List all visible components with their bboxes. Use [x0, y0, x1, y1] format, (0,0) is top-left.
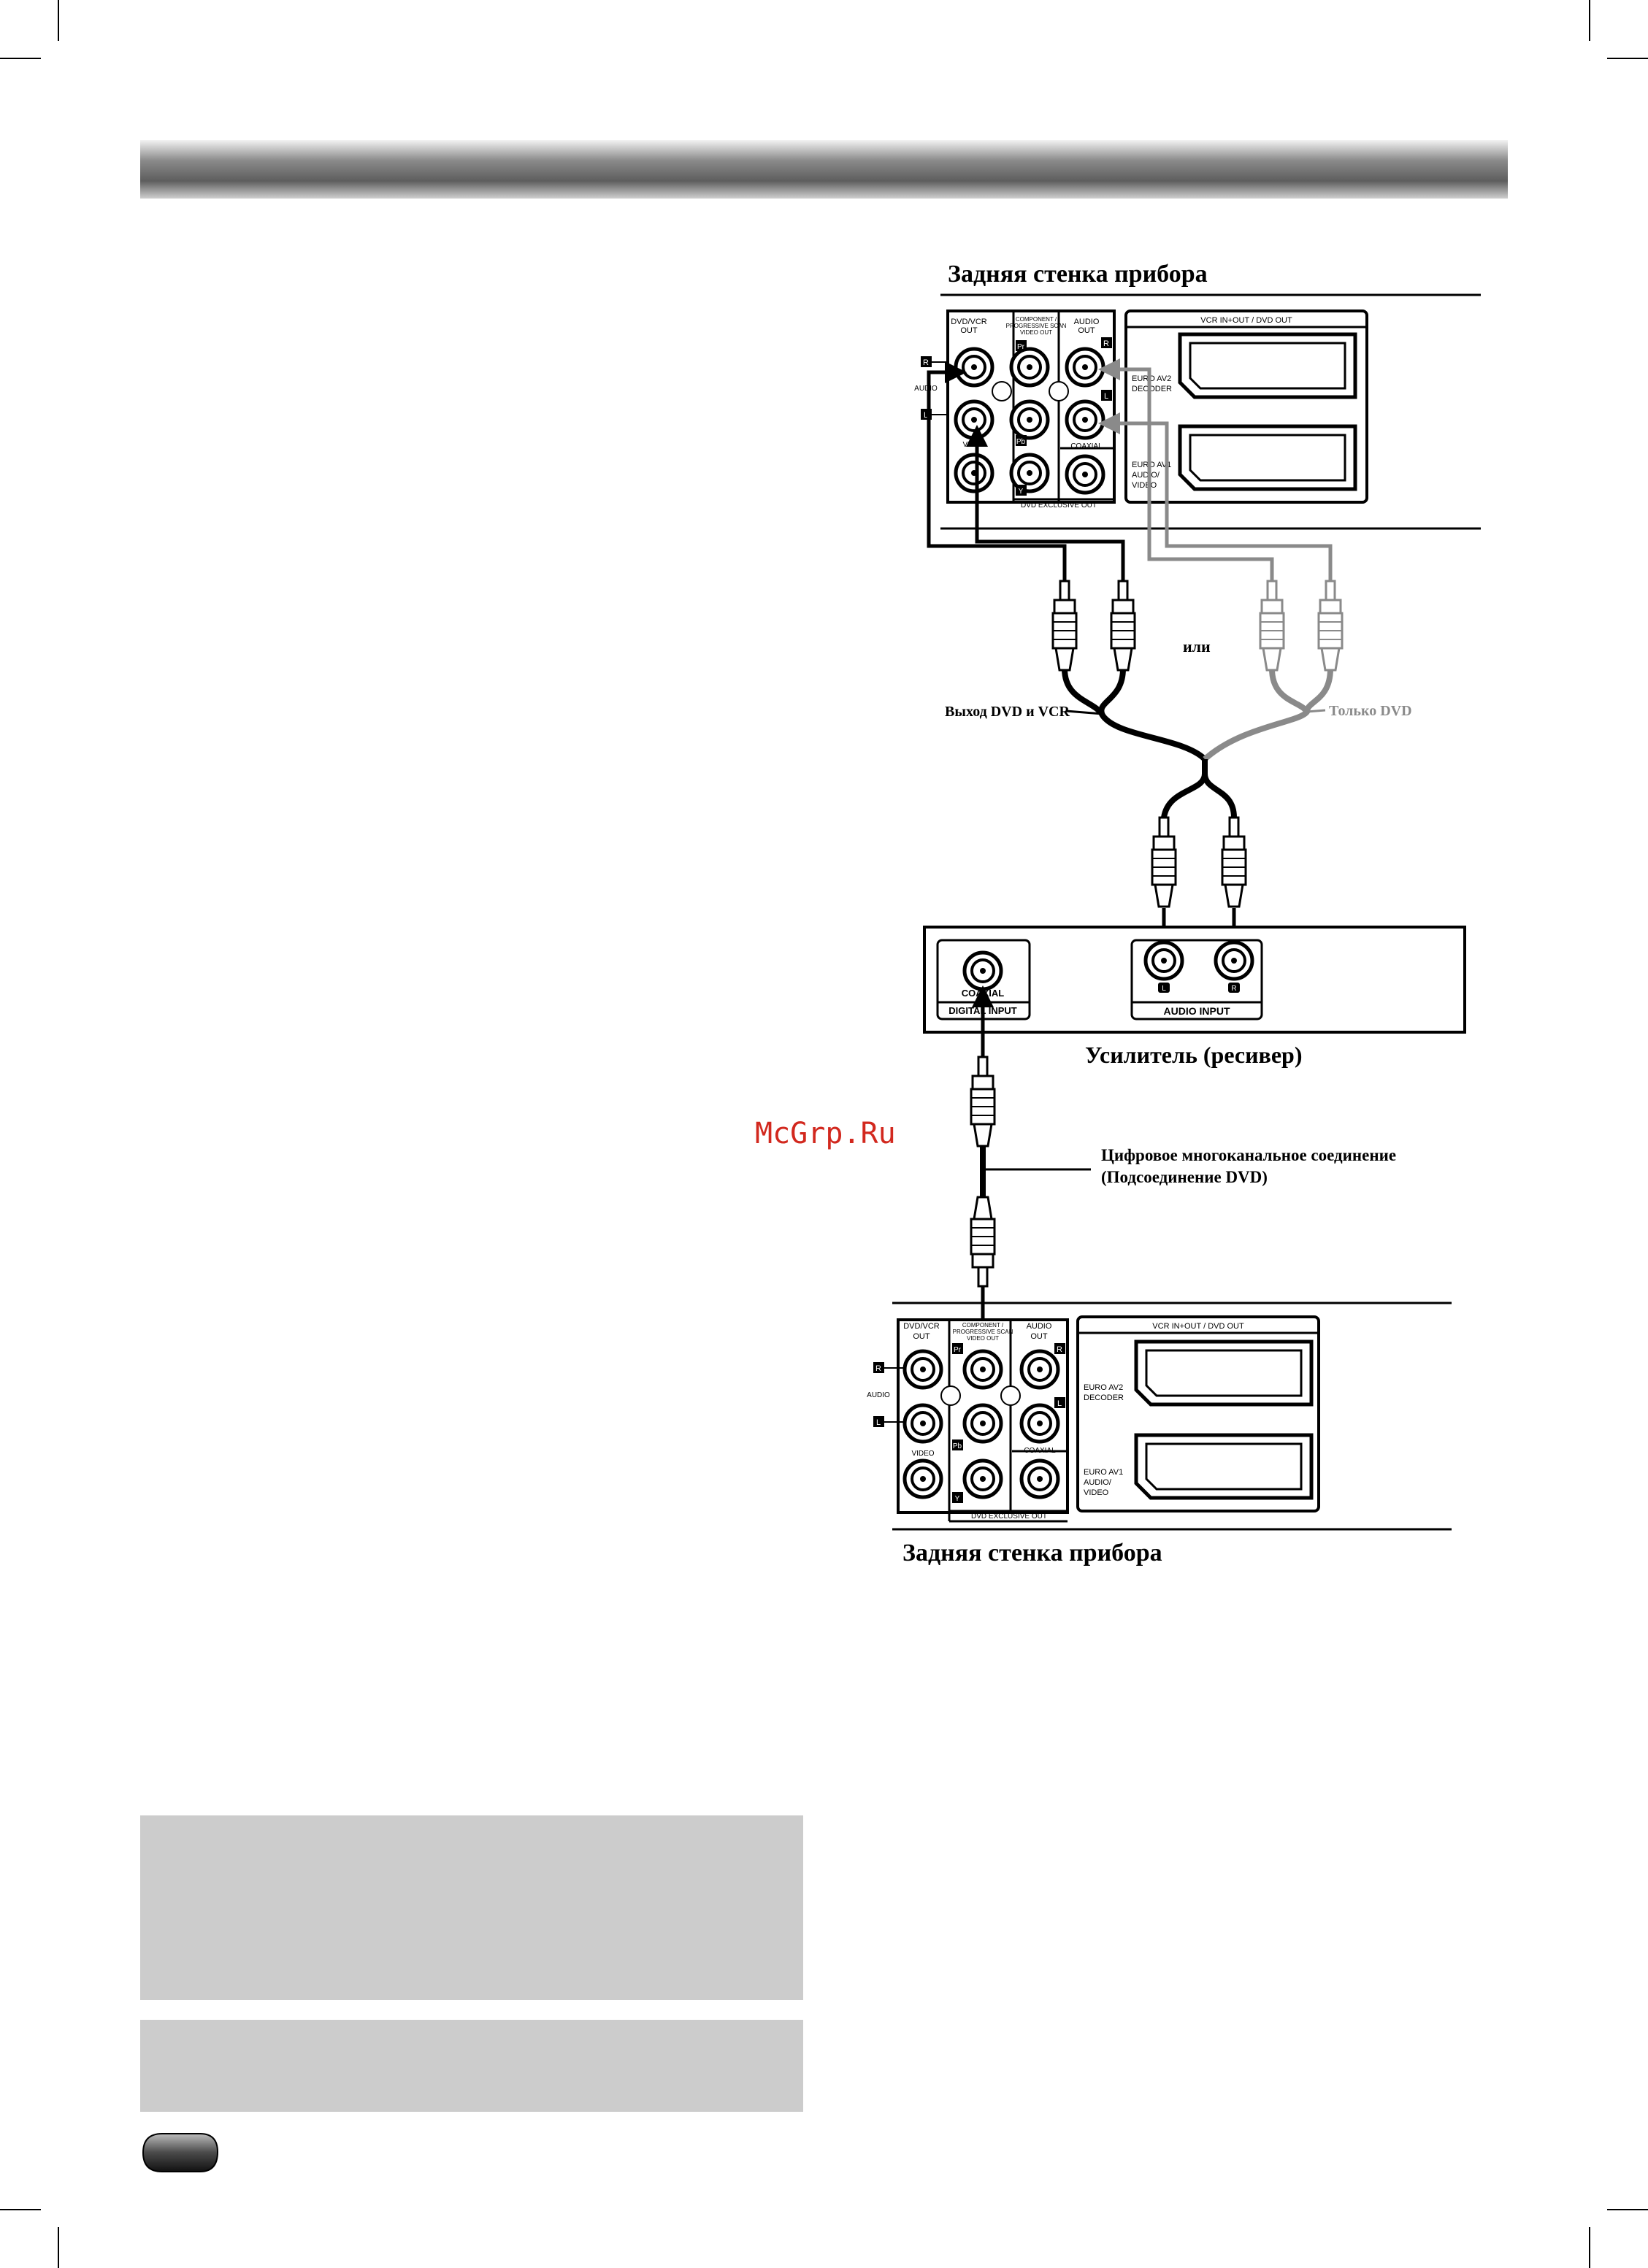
amp-l-label: L [1162, 985, 1166, 993]
note-box-1 [140, 1815, 803, 2000]
rear-panel-title-top: Задняя стенка прибора [948, 261, 1208, 288]
euro-av2-label: EURO AV2 [1132, 374, 1171, 383]
bottom-pr-label: Pr [954, 1346, 962, 1354]
digital-connection-label-2: (Подсоединение DVD) [1101, 1168, 1268, 1186]
bottom-dvd-vcr-out-label-2: OUT [913, 1332, 930, 1341]
amp-r-label: R [1231, 985, 1236, 993]
audio-label: AUDIO [914, 385, 938, 393]
audio-out-label: AUDIO [1074, 318, 1100, 326]
cable-dvd-vcr-out [927, 361, 1207, 762]
audio-out-label-2: OUT [1078, 326, 1095, 335]
pr-label: Pr [1017, 343, 1025, 351]
euro-av1-label: EURO AV1 [1132, 461, 1171, 469]
component-label: COMPONENT / [1016, 316, 1057, 323]
bottom-dvd-vcr-out-label: DVD/VCR [903, 1322, 940, 1331]
video-label: VIDEO [962, 441, 985, 449]
audio-out-r-label: R [1103, 339, 1109, 348]
bottom-component-label-2: PROGRESSIVE SCAN [953, 1329, 1013, 1335]
dvd-vcr-out-label: DVD/VCR [951, 318, 987, 326]
bottom-l-label: L [876, 1418, 881, 1427]
bottom-component-label: COMPONENT / [962, 1322, 1004, 1329]
rear-panel-title-bottom: Задняя стенка прибора [902, 1539, 1162, 1567]
bottom-euro-av1-label-2: AUDIO/ [1084, 1478, 1112, 1487]
bottom-audio-out-l-label: L [1057, 1399, 1062, 1408]
pb-label: Pb [1016, 438, 1026, 446]
bottom-audio-out-r-label: R [1057, 1345, 1062, 1354]
cable-dvd-only [1098, 358, 1333, 761]
digital-connection-label: Цифровое многоканальное соединение [1101, 1146, 1396, 1164]
component-label-3: VIDEO OUT [1020, 329, 1052, 336]
r-label: R [923, 358, 929, 367]
bottom-audio-out-label-2: OUT [1030, 1332, 1048, 1341]
bottom-pb-label: Pb [953, 1442, 962, 1450]
amplifier-label: Усилитель (ресивер) [1085, 1042, 1302, 1068]
bottom-r-label: R [875, 1364, 881, 1373]
note-box-2 [140, 2020, 803, 2112]
amp-audio-input-label: AUDIO INPUT [1164, 1005, 1230, 1017]
bottom-dvd-exclusive-out-label: DVD EXCLUSIVE OUT [971, 1512, 1047, 1521]
out-dvd-vcr-label: Выход DVD и VCR [945, 704, 1070, 720]
header-bar [140, 140, 1508, 199]
euro-av1-label-3: VIDEO [1132, 481, 1157, 490]
dvd-only-label: Только DVD [1329, 703, 1412, 719]
bottom-euro-av1-label: EURO AV1 [1084, 1468, 1123, 1477]
bottom-euro-av2-label-2: DECODER [1084, 1394, 1124, 1402]
bottom-audio-label: AUDIO [867, 1391, 890, 1399]
dvd-vcr-out-label-2: OUT [960, 326, 978, 335]
watermark: McGrp.Ru [755, 1117, 896, 1150]
component-label-2: PROGRESSIVE SCAN [1006, 323, 1067, 329]
or-label: или [1183, 637, 1211, 656]
bottom-euro-av2-label: EURO AV2 [1084, 1383, 1123, 1392]
y-label: Y [1019, 488, 1024, 496]
rear-panel-bottom: DVD/VCR OUT COMPONENT / PROGRESSIVE SCAN… [867, 1315, 1320, 1523]
audio-out-l-label: L [1104, 392, 1108, 401]
bottom-euro-av1-label-3: VIDEO [1084, 1488, 1109, 1497]
dvd-exclusive-out-label: DVD EXCLUSIVE OUT [1021, 501, 1097, 510]
page-tab [142, 2133, 219, 2172]
l-label: L [924, 411, 928, 420]
euro-av1-label-2: AUDIO/ [1132, 471, 1160, 480]
vcr-in-out-label: VCR IN+OUT / DVD OUT [1200, 316, 1292, 325]
amplifier-panel: COAXIAL DIGITAL INPUT L R AUDIO INPUT [923, 926, 1466, 1034]
coaxial-label: COAXIAL [1070, 442, 1103, 450]
bottom-component-label-3: VIDEO OUT [967, 1335, 999, 1342]
bottom-y-label: Y [955, 1495, 960, 1503]
euro-av2-label-2: DECODER [1132, 385, 1172, 393]
bottom-audio-out-label: AUDIO [1027, 1322, 1052, 1331]
bottom-vcr-in-out-label: VCR IN+OUT / DVD OUT [1152, 1322, 1244, 1331]
cable-to-amplifier [1161, 759, 1237, 818]
bottom-video-label: VIDEO [911, 1450, 934, 1458]
rear-panel-top: DVD/VCR OUT COMPONENT / PROGRESSIVE SCAN… [914, 310, 1368, 510]
bottom-coaxial-label: COAXIAL [1024, 1447, 1056, 1455]
